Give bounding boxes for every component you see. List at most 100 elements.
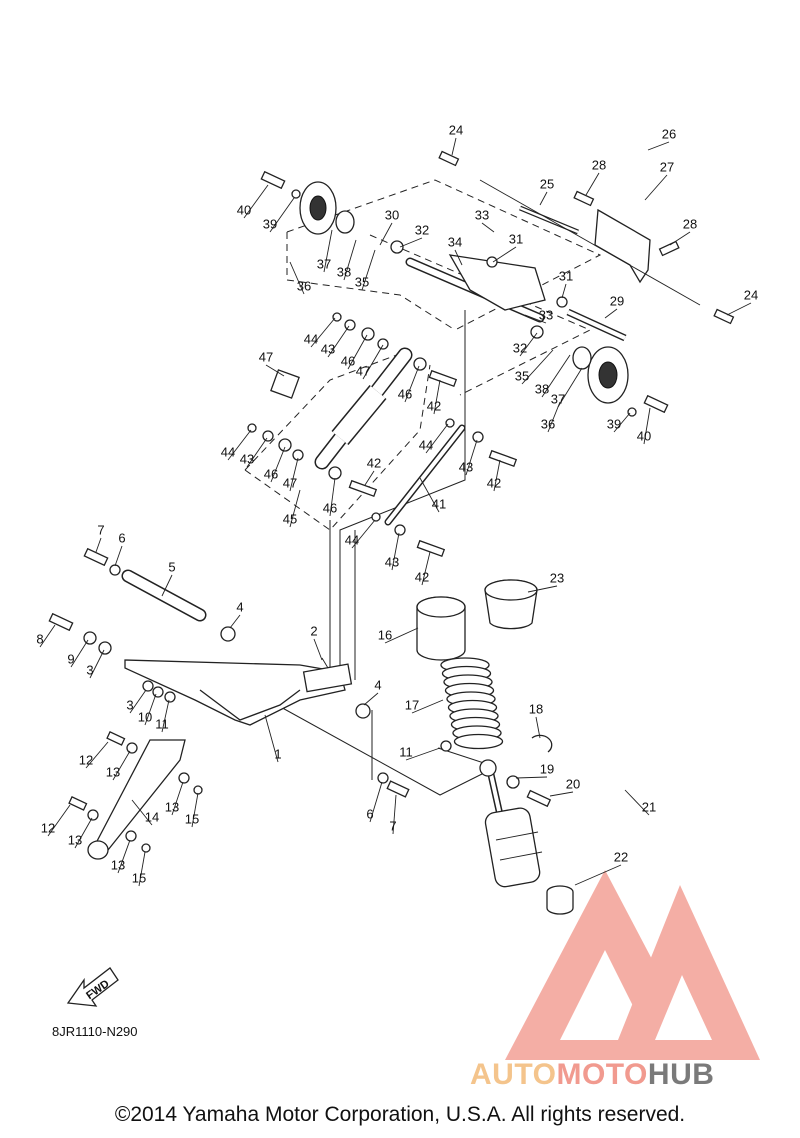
callout-label-47: 47 bbox=[283, 475, 297, 490]
callout-label-12: 12 bbox=[79, 752, 93, 767]
leader-line bbox=[515, 776, 548, 779]
callout-label-31: 31 bbox=[559, 268, 573, 283]
callout-label-13: 13 bbox=[106, 764, 120, 779]
leader-line bbox=[191, 792, 199, 828]
leader-line bbox=[264, 714, 279, 763]
leader-line bbox=[425, 423, 449, 454]
callout-label-17: 17 bbox=[405, 697, 419, 712]
leader-line bbox=[363, 692, 379, 706]
callout-label-26: 26 bbox=[662, 126, 676, 141]
leader-line bbox=[404, 365, 420, 403]
leader-lines bbox=[39, 137, 752, 887]
leader-line bbox=[493, 459, 501, 492]
callout-label-21: 21 bbox=[642, 799, 656, 814]
callout-label-3: 3 bbox=[126, 697, 133, 712]
fwd-arrow-icon: FWD bbox=[66, 967, 119, 1007]
leader-line bbox=[557, 367, 583, 408]
bump-stop-16 bbox=[416, 596, 466, 661]
rear-shock-21 bbox=[479, 734, 553, 888]
leader-line bbox=[265, 364, 285, 377]
callout-label-39: 39 bbox=[263, 216, 277, 231]
leader-line bbox=[289, 457, 299, 492]
callout-label-42: 42 bbox=[415, 569, 429, 584]
leader-line bbox=[391, 532, 400, 571]
leader-line bbox=[421, 551, 431, 586]
callout-label-29: 29 bbox=[610, 293, 624, 308]
leader-line bbox=[585, 172, 600, 196]
leader-line bbox=[289, 489, 301, 528]
callout-label-5: 5 bbox=[168, 559, 175, 574]
callout-label-4: 4 bbox=[236, 599, 243, 614]
callout-label-44: 44 bbox=[221, 444, 235, 459]
callout-label-43: 43 bbox=[321, 341, 335, 356]
leader-line bbox=[114, 545, 123, 567]
callout-label-7: 7 bbox=[389, 818, 396, 833]
leader-line bbox=[669, 231, 691, 246]
leader-line bbox=[527, 585, 558, 593]
callout-label-32: 32 bbox=[513, 340, 527, 355]
callout-label-36: 36 bbox=[297, 278, 311, 293]
callout-label-13: 13 bbox=[165, 799, 179, 814]
leader-line bbox=[419, 477, 440, 513]
callout-label-46: 46 bbox=[264, 466, 278, 481]
leader-line bbox=[547, 401, 561, 433]
leader-line bbox=[561, 283, 567, 299]
callout-label-42: 42 bbox=[487, 475, 501, 490]
callout-label-13: 13 bbox=[68, 832, 82, 847]
callout-label-36: 36 bbox=[541, 416, 555, 431]
callout-label-39: 39 bbox=[607, 416, 621, 431]
callout-label-43: 43 bbox=[459, 459, 473, 474]
watermark-logo bbox=[505, 870, 760, 1060]
leader-line bbox=[227, 429, 252, 461]
leader-line bbox=[726, 302, 752, 316]
callout-label-23: 23 bbox=[550, 570, 564, 585]
diagram-code: 8JR1110-N290 bbox=[52, 1024, 138, 1039]
copyright-notice: ©2014 Yamaha Motor Corporation, U.S.A. A… bbox=[114, 1103, 686, 1126]
brand-moto: MOTO bbox=[556, 1058, 648, 1091]
leader-line bbox=[492, 246, 517, 263]
leader-line bbox=[161, 699, 170, 733]
leader-line bbox=[117, 839, 131, 874]
leader-line bbox=[74, 817, 93, 849]
callout-label-28: 28 bbox=[592, 157, 606, 172]
callout-label-11: 11 bbox=[399, 744, 413, 759]
center-shock-absorber bbox=[270, 347, 413, 470]
leader-line bbox=[535, 716, 541, 739]
leader-line bbox=[361, 249, 376, 291]
callout-label-40: 40 bbox=[637, 428, 651, 443]
callout-label-4: 4 bbox=[374, 677, 381, 692]
leader-line bbox=[112, 750, 131, 781]
leader-line bbox=[243, 184, 269, 219]
leader-line bbox=[144, 693, 157, 726]
callout-label-44: 44 bbox=[345, 532, 359, 547]
leader-line bbox=[574, 864, 622, 886]
collar-22 bbox=[546, 885, 574, 915]
callout-label-35: 35 bbox=[515, 368, 529, 383]
shaft-5 bbox=[121, 569, 207, 622]
callout-label-9: 9 bbox=[67, 651, 74, 666]
callout-label-46: 46 bbox=[341, 353, 355, 368]
callout-label-20: 20 bbox=[566, 776, 580, 791]
leader-line bbox=[539, 191, 548, 206]
callout-label-37: 37 bbox=[551, 391, 565, 406]
callout-label-18: 18 bbox=[529, 701, 543, 716]
brand-auto: AUTO bbox=[470, 1058, 557, 1091]
callout-label-10: 10 bbox=[138, 709, 152, 724]
leader-line bbox=[604, 308, 618, 319]
leader-line bbox=[481, 222, 495, 233]
callout-label-11: 11 bbox=[155, 716, 169, 731]
callout-label-38: 38 bbox=[337, 264, 351, 279]
callout-label-6: 6 bbox=[118, 530, 125, 545]
callout-label-44: 44 bbox=[304, 331, 318, 346]
callout-label-6: 6 bbox=[366, 806, 373, 821]
leader-line bbox=[171, 781, 184, 816]
leader-line bbox=[405, 747, 441, 761]
leader-line bbox=[310, 317, 336, 348]
leader-line bbox=[647, 141, 670, 151]
leader-line bbox=[95, 537, 102, 553]
leader-line bbox=[613, 412, 631, 433]
leader-line bbox=[399, 237, 423, 248]
callout-label-16: 16 bbox=[378, 627, 392, 642]
